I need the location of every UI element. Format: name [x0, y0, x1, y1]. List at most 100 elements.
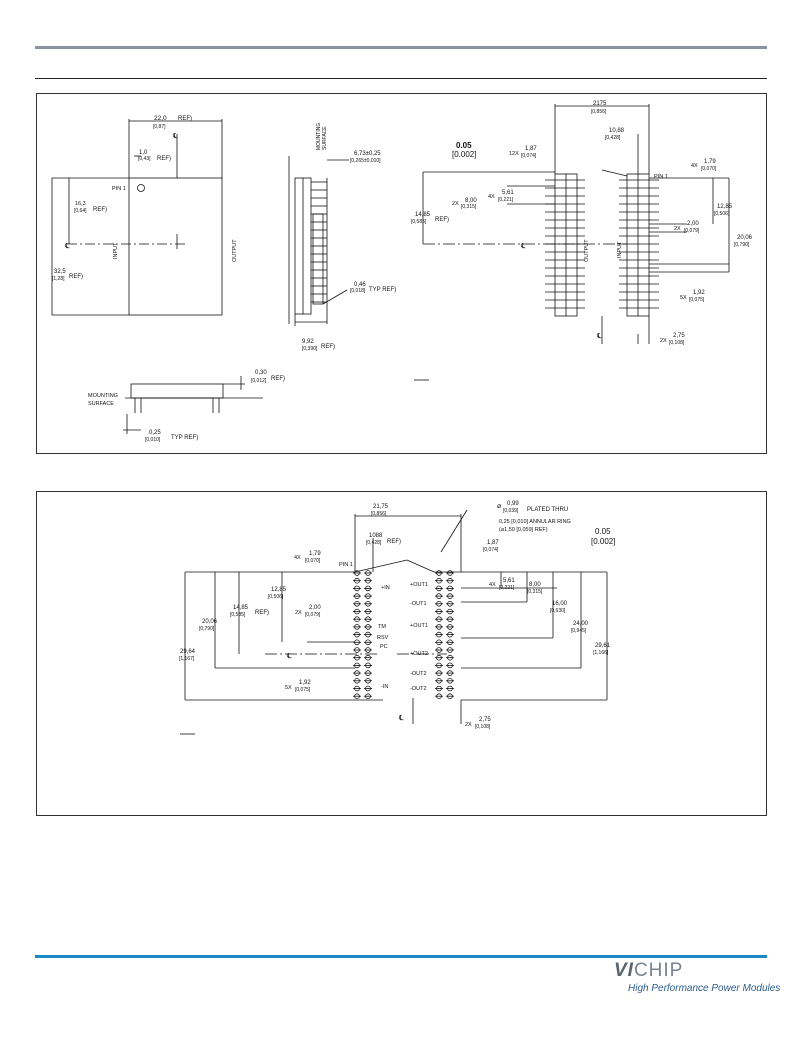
footer-accent-bar [35, 955, 767, 958]
pin-20-in: [0,790] [734, 242, 750, 248]
pin-tol-mm: 0.05 [456, 141, 472, 150]
pin-offset-in: [0,428] [605, 135, 621, 141]
pcb-centerline-bottom: ℄ [398, 715, 404, 722]
header-bar [35, 46, 767, 49]
pin-ref-mm: 14,85 [415, 212, 431, 218]
pcb-offset-mm: 1088 [369, 533, 383, 539]
pin-input-label: INPUT [617, 241, 623, 258]
pin-275-in: [0,108] [669, 340, 685, 346]
pcb-annular-ring: 0,25 [0,010] ANNULAR RING [499, 519, 571, 525]
pcb-minus-in: -IN [381, 684, 388, 690]
pcb-187-in: [0,074] [483, 547, 499, 553]
top-view [51, 119, 223, 316]
mechanical-drawing-panel: 22,0 REF) [0,87] ℄ 1,0 [0,43] REF) PIN 1… [36, 93, 767, 454]
pin-8-mm: 8,00 [465, 198, 477, 204]
end-gap-mm: 0,30 [255, 370, 267, 376]
pcb-192-count: 5X [285, 685, 292, 691]
side-surface-label: SURFACE [322, 126, 328, 150]
pin-centerline-bottom: ℄ [596, 333, 602, 340]
pcb-centerline: ℄ [286, 653, 292, 660]
pcb-hole-dia: ⌀ [497, 503, 501, 510]
pcb-annular-ref: (⌀1,50 [0,059] REF) [499, 527, 548, 533]
pcb-hole-mm: 0,99 [507, 501, 519, 507]
pin-275-count: 2X [660, 338, 667, 344]
pin-179-count: 4X [691, 163, 698, 169]
pin-179-mm: 1,79 [704, 159, 716, 165]
pin-200-count: 2X [674, 226, 681, 232]
top-pin-offset-mm: 1,0 [139, 150, 148, 156]
pcb-29-mm: 29,64 [180, 649, 196, 655]
side-pin-in: [0,018] [350, 288, 366, 294]
pin-tol-in: [0.002] [452, 150, 476, 159]
end-lead-typ-ref: TYP REF) [171, 435, 198, 441]
top-ref-label: REF) [178, 116, 192, 122]
pin-view [422, 104, 730, 344]
header-rule [35, 78, 767, 79]
pin-width-in: [0,856] [591, 109, 607, 115]
pcb-200-mm: 2,00 [309, 605, 321, 611]
end-surface-label: SURFACE [88, 401, 114, 407]
pcb-192-in: [0,075] [295, 687, 311, 693]
pcb-16-mm: 16,00 [552, 601, 568, 607]
pin-ref-label: REF) [435, 217, 449, 223]
pcb-out1c: +OUT1 [410, 623, 428, 629]
side-height-in: [0,265±0,010] [350, 158, 381, 164]
end-lead-in: [0,010] [145, 437, 161, 443]
pcb-tol-in: [0.002] [591, 537, 615, 546]
top-centerline-left: ℄ [64, 243, 70, 250]
side-base-in: [0,390] [302, 346, 318, 352]
top-height-in: [1,28] [52, 276, 65, 282]
pcb-275-count: 2X [465, 722, 472, 728]
pin-5-count: 4X [488, 194, 495, 200]
pcb-out2c: -OUT2 [410, 686, 427, 692]
pin-12b-mm: 12,85 [717, 204, 733, 210]
top-pin-ref: REF) [157, 156, 171, 162]
pcb-14-in: [0,585] [230, 612, 246, 618]
pcb-plated-thru: PLATED THRU [527, 507, 568, 513]
side-base-mm: 9,92 [302, 339, 314, 345]
side-base-ref: REF) [321, 344, 335, 350]
pin-200-in: [0,079] [684, 228, 700, 234]
pin-20-mm: 20,06 [737, 235, 753, 241]
pcb-24-mm: 24,00 [573, 621, 589, 627]
pcb-179-in: [0,070] [305, 558, 321, 564]
pcb-out1a: +OUT1 [410, 582, 428, 588]
side-pin-typ-ref: TYP REF) [369, 287, 396, 293]
pcb-561-count: 4X [489, 582, 496, 588]
pcb-29-in: [1,167] [179, 656, 195, 662]
pcb-200-in: [0,079] [305, 612, 321, 618]
pin-12b-in: [0,506] [714, 211, 730, 217]
top-width-mm: 22,0 [154, 115, 167, 122]
top-left-h-mm: 16,3 [75, 201, 86, 207]
top-output-label: OUTPUT [232, 239, 238, 262]
pin-8-in: [0,315] [461, 204, 477, 210]
pin-12x-count: 12X [509, 151, 519, 157]
end-view [123, 376, 263, 434]
pcb-192-mm: 1,92 [299, 680, 311, 686]
end-gap-in: [0,012] [251, 378, 267, 384]
vichip-logo: VICHIP [614, 960, 683, 982]
pcb-footprint: 21,75 [0,856] ⌀ 0,99 [0,039] PLATED THRU… [179, 501, 615, 735]
pcb-pc: PC [380, 644, 388, 650]
pin-192-mm: 1,92 [693, 290, 705, 296]
pcb-20-in: [0,790] [199, 626, 215, 632]
pcb-14-ref: REF) [255, 610, 269, 616]
pcb-14-mm: 14,85 [233, 605, 249, 611]
pcb-hole-in: [0,039] [503, 508, 519, 514]
pcb-pin1-label: PIN 1 [339, 562, 353, 568]
pcb-20-mm: 20,06 [202, 619, 218, 625]
top-left-h-in: [0,64] [74, 208, 87, 214]
top-centerline: ℄ [172, 133, 178, 140]
pcb-16-in: [0,630] [550, 608, 566, 614]
pcb-187-mm: 1,87 [487, 540, 499, 546]
pcb-179-mm: 1,79 [309, 551, 321, 557]
pcb-200-count: 2X [295, 610, 302, 616]
pin-275-mm: 2,75 [673, 333, 685, 339]
brand-tagline: High Performance Power Modules [628, 983, 781, 994]
side-pin-mm: 0,46 [354, 282, 366, 288]
logo-suffix: CHIP [633, 960, 684, 981]
pin-192-count: 5X [680, 295, 687, 301]
pin-centerline: ℄ [520, 243, 526, 250]
pcb-width-mm: 21,75 [373, 504, 389, 510]
logo-prefix: VI [614, 960, 634, 981]
